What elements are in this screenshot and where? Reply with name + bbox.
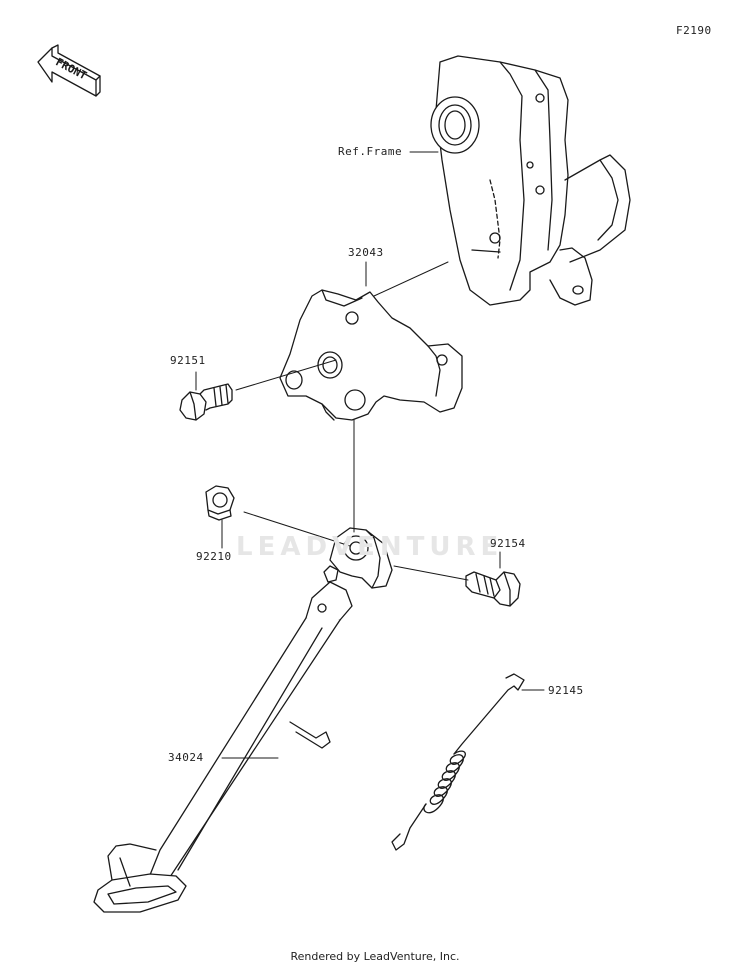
- footer-credit: Rendered by LeadVenture, Inc.: [290, 950, 460, 963]
- part-label-92151: 92151: [170, 354, 206, 367]
- spring-92145-part: [391, 673, 525, 851]
- part-label-92154: 92154: [490, 537, 526, 550]
- nut-92210-part: [205, 485, 235, 521]
- part-label-34024: 34024: [168, 751, 204, 764]
- bracket-32043-part: [279, 289, 463, 421]
- part-label-ref-frame: Ref.Frame: [338, 145, 403, 158]
- part-label-92145: 92145: [548, 684, 584, 697]
- figure-id: F2190: [676, 24, 712, 37]
- front-arrow-icon: FRONT: [37, 44, 101, 97]
- part-label-92210: 92210: [196, 550, 232, 563]
- sidestand-34024-part: [93, 527, 393, 913]
- part-label-32043: 32043: [348, 246, 384, 259]
- bolt-92154-part: [465, 571, 521, 607]
- ref-frame-part: [430, 55, 631, 306]
- watermark-text: LEADVENTURE: [236, 532, 504, 562]
- bolt-92151-part: [179, 383, 233, 421]
